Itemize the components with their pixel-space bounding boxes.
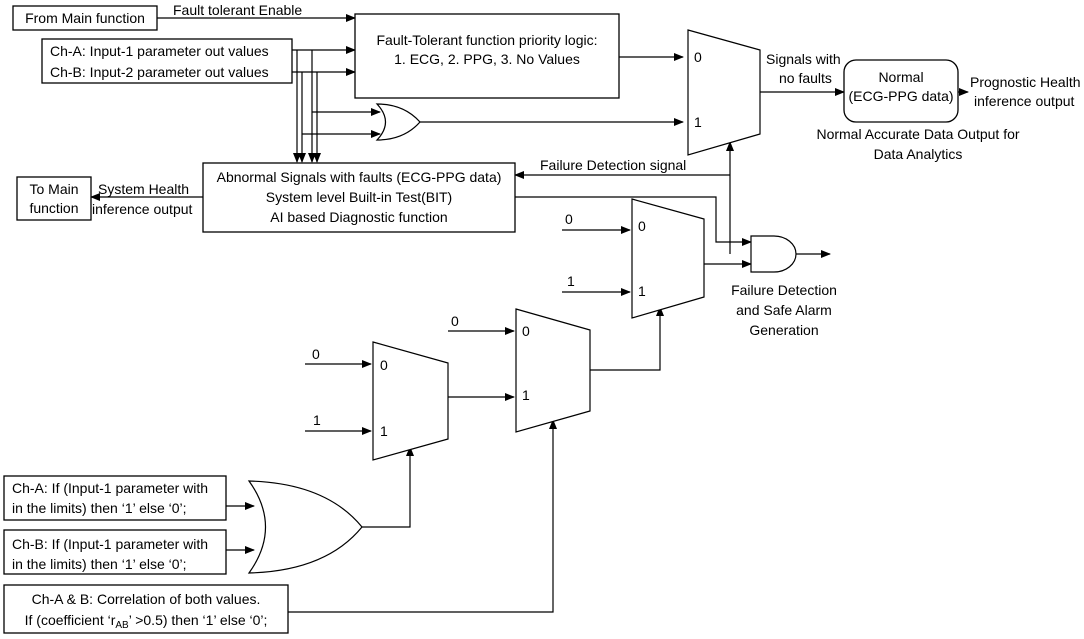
signals-no-faults-line2: no faults	[779, 70, 832, 86]
normal-accurate-line1: Normal Accurate Data Output for	[816, 126, 1019, 142]
wire-mux2-to-mux3	[590, 306, 664, 371]
mux-2: 0 1	[515, 308, 591, 433]
priority-logic-box: Fault-Tolerant function priority logic: …	[354, 13, 620, 99]
to-main-line1: To Main	[29, 181, 78, 197]
system-health-line2: inference output	[92, 201, 193, 217]
mux-3: 0 1	[631, 198, 705, 319]
ch-b-condition-box: Ch-B: If (Input-1 parameter with in the …	[3, 529, 227, 575]
or-gate-top	[375, 103, 421, 141]
ch-b-cond-line1: Ch-B: If (Input-1 parameter with	[12, 536, 208, 552]
normal-accurate-line2: Data Analytics	[874, 146, 963, 162]
failure-alarm-line2: and Safe Alarm	[736, 302, 832, 318]
mux-2-sel1: 1	[522, 387, 530, 403]
mux-1-sel1: 1	[380, 423, 388, 439]
abnormal-box: Abnormal Signals with faults (ECG-PPG da…	[202, 162, 516, 233]
mux-3-sel1: 1	[638, 283, 646, 299]
normal-box: Normal (ECG-PPG data)	[843, 59, 959, 123]
to-main-box: To Main function	[16, 176, 92, 221]
abnormal-line2: System level Built-in Test(BIT)	[266, 189, 452, 205]
mux-1: 0 1	[372, 341, 449, 461]
wires	[90, 14, 969, 613]
or-gate-lower	[247, 480, 363, 574]
failure-detection-signal-label: Failure Detection signal	[540, 157, 686, 173]
mux2-const0: 0	[451, 313, 459, 329]
mux-top-sel0: 0	[694, 49, 702, 65]
and-gate	[750, 235, 797, 273]
prognostic-line2: inference output	[974, 93, 1075, 109]
from-main-box: From Main function	[12, 5, 158, 31]
system-health-line1: System Health	[98, 181, 189, 197]
mux1-const1: 1	[313, 412, 321, 428]
signals-no-faults-line1: Signals with	[766, 51, 841, 67]
normal-line1: Normal	[878, 69, 923, 85]
priority-logic-line2: 1. ECG, 2. PPG, 3. No Values	[394, 51, 580, 67]
failure-alarm-line3: Generation	[749, 322, 818, 338]
failure-alarm-line1: Failure Detection	[731, 282, 837, 298]
mux3-const1: 1	[567, 273, 575, 289]
ch-b-input-label: Ch-B: Input-2 parameter out values	[50, 64, 269, 80]
normal-line2: (ECG-PPG data)	[848, 88, 953, 104]
mux-2-sel0: 0	[522, 323, 530, 339]
ch-a-condition-box: Ch-A: If (Input-1 parameter with in the …	[3, 475, 227, 521]
prognostic-line1: Prognostic Health	[970, 74, 1081, 90]
correlation-box: Ch-A & B: Correlation of both values. If…	[3, 584, 289, 634]
channel-input-box: Ch-A: Input-1 parameter out values Ch-B:…	[41, 38, 293, 84]
wire-abnormal-to-and	[515, 196, 752, 246]
ch-a-cond-line2: in the limits) then ‘1’ else ‘0’;	[12, 500, 187, 516]
abnormal-line3: AI based Diagnostic function	[270, 209, 447, 225]
priority-logic-line1: Fault-Tolerant function priority logic:	[377, 32, 598, 48]
mux1-const0: 0	[312, 346, 320, 362]
corr-line2: If (coefficient ‘rAB’ >0.5) then ‘1’ els…	[25, 612, 268, 631]
abnormal-line1: Abnormal Signals with faults (ECG-PPG da…	[217, 169, 502, 185]
mux-top: 0 1	[687, 29, 761, 156]
ch-b-cond-line2: in the limits) then ‘1’ else ‘0’;	[12, 556, 187, 572]
from-main-label: From Main function	[25, 10, 145, 26]
ch-a-cond-line1: Ch-A: If (Input-1 parameter with	[12, 480, 208, 496]
wire-corr-to-mux2	[288, 419, 557, 613]
to-main-line2: function	[29, 200, 78, 216]
mux3-const0: 0	[565, 211, 573, 227]
mux-1-sel0: 0	[380, 357, 388, 373]
mux-top-sel1: 1	[694, 114, 702, 130]
wire-lower-or-to-mux1	[362, 446, 414, 528]
fault-enable-label: Fault tolerant Enable	[173, 2, 302, 18]
corr-line1: Ch-A & B: Correlation of both values.	[32, 591, 261, 607]
mux-3-sel0: 0	[638, 218, 646, 234]
ch-a-input-label: Ch-A: Input-1 parameter out values	[50, 43, 269, 59]
